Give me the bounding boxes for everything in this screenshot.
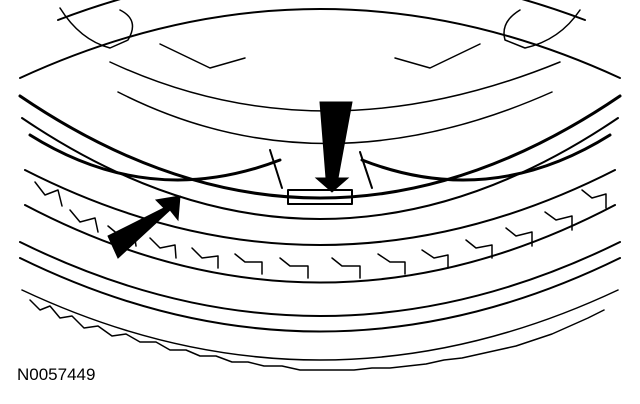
retainer-right — [360, 133, 612, 182]
lower-teeth-edge — [29, 299, 605, 371]
figure-reference-id: N0057449 — [17, 365, 96, 384]
lower-band-3 — [21, 289, 619, 361]
arrow-down-icon — [314, 101, 353, 193]
retainer-end-right — [359, 151, 373, 189]
inner-web-mid-l — [159, 43, 246, 69]
lower-band-2 — [19, 257, 621, 333]
inner-web-left — [59, 7, 134, 49]
inner-web-right — [503, 9, 581, 49]
snap-ring-upper — [18, 94, 622, 200]
snap-ring-lower — [21, 117, 619, 220]
lower-band-1 — [19, 241, 621, 317]
arrow-up-right-icon — [107, 195, 181, 259]
plate-upper-edge — [24, 169, 616, 246]
outer-housing-arc — [19, 8, 621, 79]
inner-web-mid-r — [394, 43, 481, 69]
retainer-left — [28, 133, 282, 182]
retainer-end-left — [269, 149, 283, 189]
gap-slot — [287, 189, 353, 205]
